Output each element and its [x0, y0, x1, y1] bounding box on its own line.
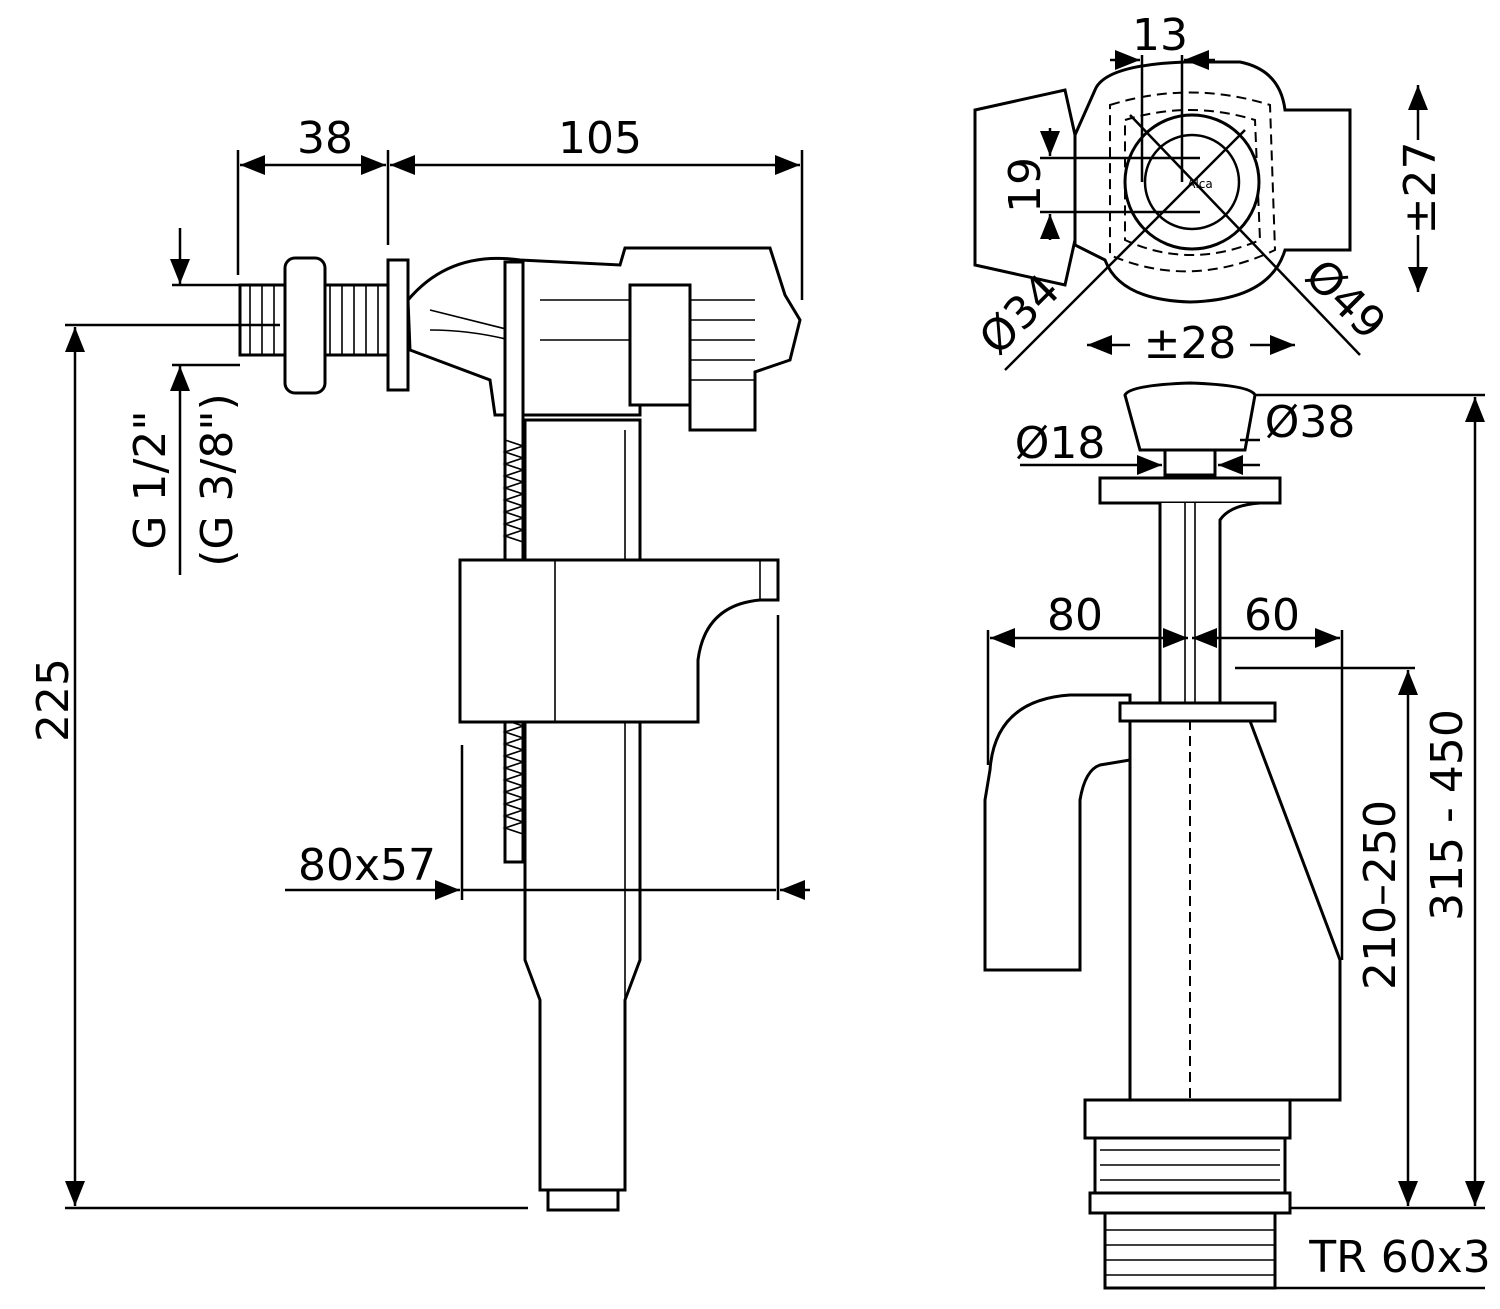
dim-38-label: 38: [297, 113, 353, 164]
dim-13-label: 13: [1132, 10, 1188, 61]
tube-foot: [546, 1188, 620, 1212]
fill-valve-drawing: [238, 246, 802, 1212]
dim-28-label: ±28: [1144, 318, 1237, 369]
dim-d38-label: Ø38: [1265, 397, 1356, 448]
valve-body: [406, 246, 802, 432]
overflow-pipe: [983, 693, 1132, 972]
dim-210-250-label: 210–250: [1355, 800, 1406, 990]
fill-valve-dimensions: [65, 150, 810, 1210]
riser-tube: [523, 418, 642, 1192]
valve-cage: [1128, 719, 1342, 1102]
float: [458, 558, 780, 724]
height-adjust-clip: [1118, 701, 1277, 723]
dim-d49-label: Ø49: [1295, 250, 1395, 350]
lower-flange: [1088, 1191, 1292, 1215]
button-stem: [1163, 448, 1217, 477]
spring: [502, 439, 526, 835]
dim-315-450-label: 315 - 450: [1422, 709, 1473, 921]
float-size-label: 80x57: [298, 840, 436, 891]
flush-valve-top-view: Alca: [973, 50, 1428, 371]
valve-piston: [628, 283, 692, 407]
dim-60-label: 60: [1244, 590, 1300, 641]
flush-valve-dimensions: [986, 393, 1485, 1290]
dim-105-label: 105: [558, 113, 642, 164]
nut: [283, 256, 327, 395]
inner-ring: [1143, 133, 1241, 231]
push-button: [1123, 381, 1257, 452]
dim-225-label: 225: [28, 658, 79, 742]
outlet-thread: [1103, 1211, 1277, 1290]
dim-19-label: 19: [1000, 157, 1051, 213]
dim-80-label: 80: [1047, 590, 1103, 641]
thread-g12-label: G 1/2": [125, 410, 176, 549]
flush-valve-side-view: [983, 381, 1342, 1290]
top-bracket: [1098, 476, 1282, 505]
dim-d18-label: Ø18: [1015, 418, 1106, 469]
valve-base: [1083, 1098, 1292, 1140]
thread-tr60-label: TR 60x3: [1308, 1232, 1490, 1283]
thread-g38-label: (G 3/8"): [192, 393, 243, 566]
washer: [386, 258, 410, 392]
dim-27-label: ±27: [1395, 142, 1446, 235]
